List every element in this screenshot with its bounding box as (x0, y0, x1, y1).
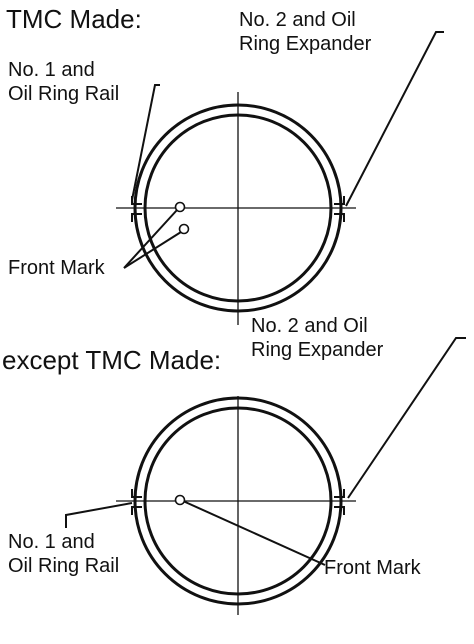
bottom-no2-leader-line (347, 337, 466, 499)
bottom-heading: except TMC Made: (2, 345, 222, 375)
top-heading: TMC Made: (6, 4, 142, 34)
bottom-front-mark-dot (174, 494, 186, 506)
top-right-gap-lower-bracket (334, 213, 345, 222)
top-no2-label-line1: No. 2 and Oil (239, 9, 356, 31)
bottom-no1-label: No. 1 and Oil Ring Rail (8, 530, 119, 578)
top-no1-label-line2: Oil Ring Rail (8, 83, 120, 105)
bottom-no2-label: No. 2 and Oil Ring Expander (251, 314, 383, 362)
top-no2-leader-line (345, 31, 444, 207)
bottom-right-gap-lower-bracket (334, 506, 345, 515)
bottom-front-mark-leader (182, 500, 326, 566)
bottom-left-gap-lower-bracket (131, 506, 142, 515)
top-no1-leader-line (131, 84, 160, 201)
top-front-mark-leader-1 (123, 209, 178, 269)
top-no1-label-line1: No. 1 and (8, 59, 95, 81)
bottom-no1-leader-line (65, 502, 133, 528)
bottom-ring-figure (65, 337, 466, 615)
bottom-front-mark-label: Front Mark (324, 557, 421, 579)
top-front-mark-dot-2 (178, 223, 190, 235)
top-ring-figure (116, 31, 444, 325)
top-no2-label-line2: Ring Expander (239, 33, 372, 55)
bottom-no1-label-line1: No. 1 and (8, 531, 95, 553)
bottom-no2-label-line1: No. 2 and Oil (251, 315, 368, 337)
top-right-gap-upper-bracket (334, 196, 345, 205)
top-no1-label: No. 1 and Oil Ring Rail (8, 58, 119, 106)
top-left-gap-lower-bracket (131, 213, 142, 222)
top-front-mark-dot-1 (174, 201, 186, 213)
bottom-no1-label-line2: Oil Ring Rail (8, 555, 120, 577)
bottom-no2-label-line2: Ring Expander (251, 339, 384, 361)
bottom-left-gap-upper-bracket (131, 489, 142, 498)
top-front-mark-label: Front Mark (8, 257, 105, 279)
bottom-right-gap-upper-bracket (334, 489, 345, 498)
top-front-mark-leader-2 (123, 231, 182, 269)
top-no2-label: No. 2 and Oil Ring Expander (239, 8, 371, 56)
